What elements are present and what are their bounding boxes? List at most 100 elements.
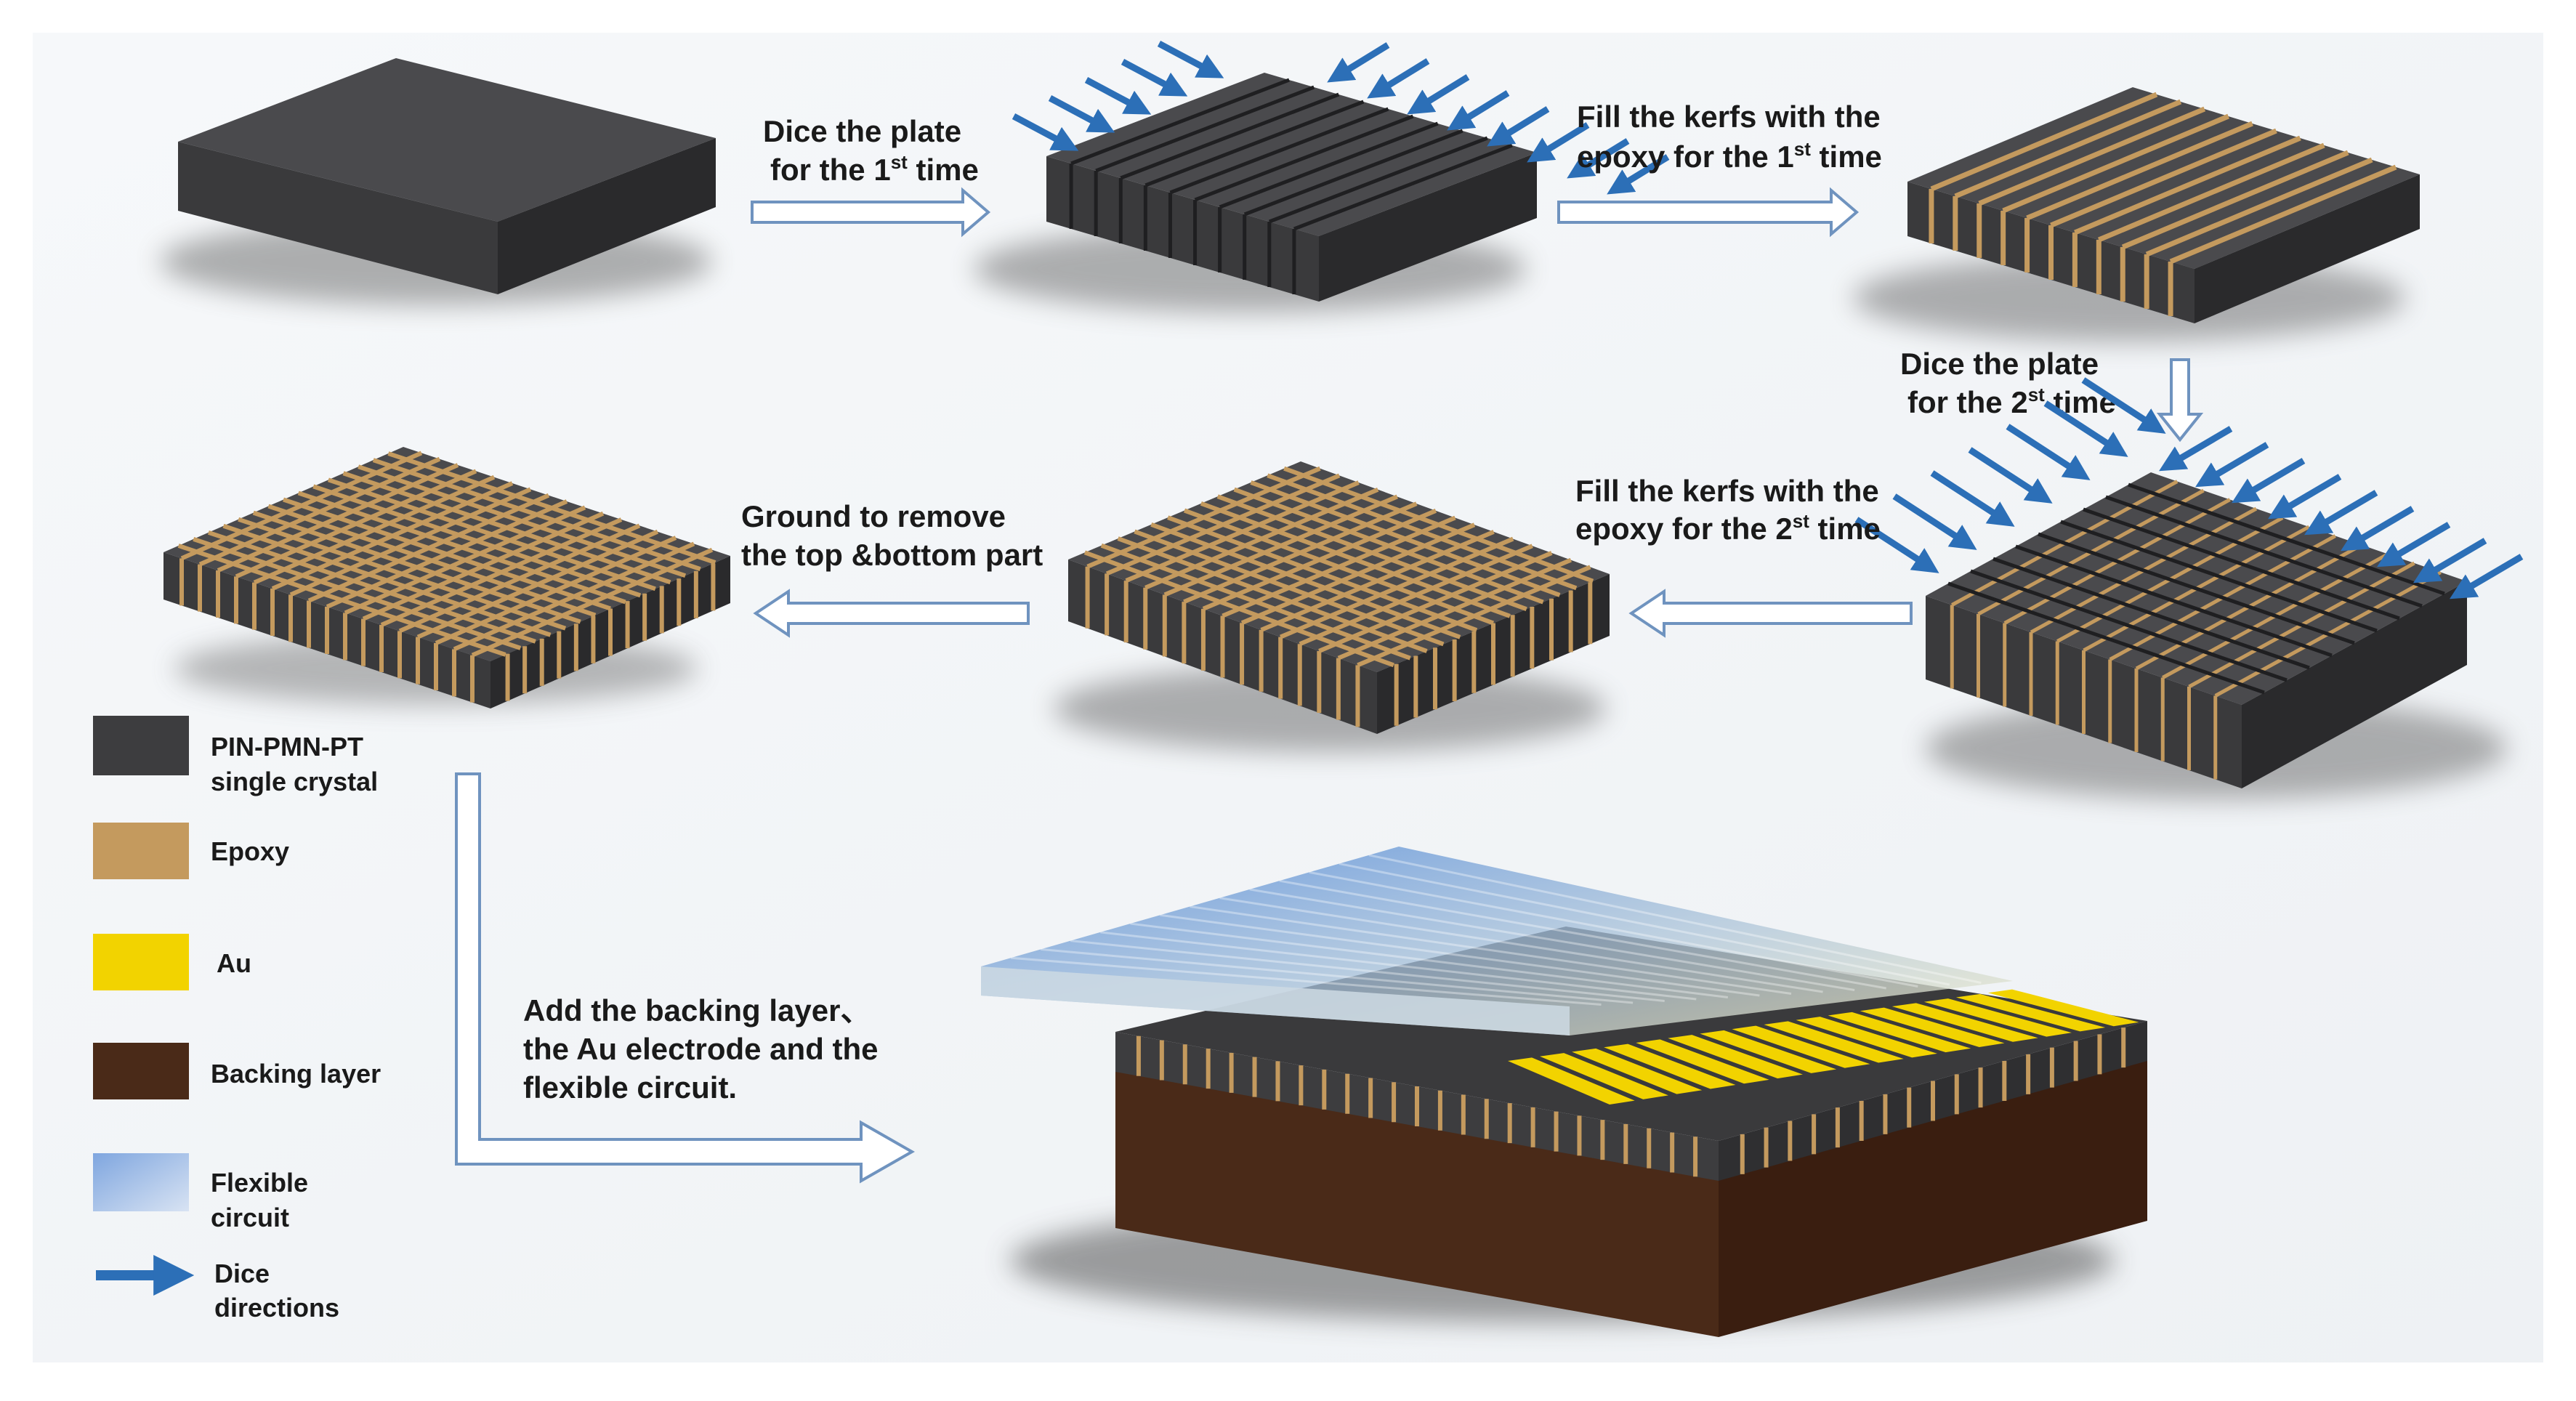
step-1-line2: for the 1st time xyxy=(770,151,979,187)
epoxy-line xyxy=(2145,157,2373,257)
au-electrode xyxy=(1508,1057,1635,1105)
au-electrode xyxy=(1923,998,2072,1037)
au-electrode xyxy=(1764,1021,1904,1063)
legend-crystal-line2: single crystal xyxy=(211,767,378,796)
step-1-line1: Dice the plate xyxy=(763,114,961,148)
step-4-line2: epoxy for the 2st time xyxy=(1575,510,1881,546)
au-electrode xyxy=(1700,1030,1837,1073)
epoxy-line xyxy=(372,458,701,571)
epoxy-line xyxy=(267,504,597,618)
final-transducer xyxy=(981,847,2147,1337)
au-electrode xyxy=(1540,1053,1668,1099)
flow-arrow-6 xyxy=(455,772,916,1184)
step-4-line1: Fill the kerfs with the xyxy=(1575,474,1879,508)
dice-arrow-icon xyxy=(2232,458,2306,504)
epoxy-line xyxy=(1083,550,1394,668)
kerf-line xyxy=(1095,85,1315,173)
au-electrode xyxy=(1891,1003,2038,1042)
epoxy-line xyxy=(1167,515,1478,632)
backing-layer xyxy=(1115,1068,1719,1337)
epoxy-line xyxy=(1233,487,1544,605)
dice-directions-group-1 xyxy=(1012,41,1670,195)
step-2-line1: Fill the kerfs with the xyxy=(1577,100,1881,134)
epoxy-line xyxy=(252,510,581,624)
kerf-line xyxy=(1144,100,1365,187)
epoxy-line xyxy=(358,464,687,578)
grid-line xyxy=(2015,544,2333,658)
flex-trace xyxy=(1041,948,1634,1004)
au-electrode xyxy=(1604,1043,1736,1089)
dice-arrow-icon xyxy=(1447,90,1510,131)
grid-line xyxy=(2060,520,2378,633)
dice-arrow-icon xyxy=(1157,41,1224,78)
flex-trace xyxy=(1309,871,1918,988)
dice-arrow-icon xyxy=(1607,154,1670,195)
flex-trace xyxy=(1249,888,1855,991)
flex-trace xyxy=(1368,854,1982,984)
epoxy-line xyxy=(238,517,567,631)
step-6-line2: the Au electrode and the xyxy=(523,1032,879,1066)
kerf-line xyxy=(1120,92,1340,180)
dice-arrow-icon xyxy=(2081,377,2166,434)
flex-trace xyxy=(1219,897,1823,993)
flow-arrow-2 xyxy=(1557,187,1860,238)
dice-arrow-icon xyxy=(1527,122,1590,163)
au-electrode xyxy=(1668,1035,1803,1079)
dice-arrow-icon xyxy=(1567,138,1630,179)
legend-epoxy: Epoxy xyxy=(211,836,289,866)
au-electrode xyxy=(1828,1012,1971,1053)
epoxy-line xyxy=(1150,522,1461,639)
step-6-line1: Add the backing layer、 xyxy=(523,993,871,1027)
epoxy-line xyxy=(387,451,716,565)
dice-arrow-icon xyxy=(2043,400,2128,457)
epoxy-line xyxy=(327,477,656,592)
au-electrode xyxy=(1860,1007,2005,1047)
step-3-line2: for the 2st time xyxy=(1907,384,2116,419)
flex-trace xyxy=(1070,940,1665,1002)
au-swatch xyxy=(93,934,189,990)
epoxy-line xyxy=(1134,529,1445,647)
dice-arrow-icon xyxy=(1121,59,1188,97)
epoxy-filled-once-block xyxy=(1853,87,2420,342)
diced-once-block xyxy=(974,73,1537,312)
epoxy-line xyxy=(297,490,626,605)
epoxy-swatch xyxy=(93,823,189,879)
flex-trace xyxy=(1190,905,1792,995)
epoxy-line xyxy=(207,530,536,644)
flow-arrow-3 xyxy=(2156,358,2204,443)
legend-dice-line1: Dice xyxy=(214,1259,270,1288)
au-electrode xyxy=(1636,1039,1769,1084)
epoxy-line xyxy=(177,544,506,657)
legend-flex-line2: circuit xyxy=(211,1203,289,1232)
dice-arrow-icon xyxy=(2377,522,2451,568)
dice-arrow-icon xyxy=(1930,470,2015,527)
flex-trace xyxy=(1010,956,1602,1006)
epoxy-line xyxy=(1954,99,2182,199)
dice-arrow-icon xyxy=(1048,95,1115,133)
epoxy-line xyxy=(2026,121,2253,221)
grid-line xyxy=(1970,569,2288,682)
dice-arrow-icon xyxy=(2268,474,2342,520)
epoxy-line xyxy=(1117,536,1428,653)
dice-arrow-icon xyxy=(2341,506,2415,552)
step-2-line2: epoxy for the 1st time xyxy=(1577,138,1882,174)
crystal-swatch xyxy=(93,716,189,775)
grid-line xyxy=(1992,557,2310,670)
epoxy-line xyxy=(342,471,671,585)
dice-arrow-icon xyxy=(1084,77,1152,115)
legend-au: Au xyxy=(217,948,251,978)
dice-directions-group-2 xyxy=(1854,377,2524,599)
legend: PIN-PMN-PT single crystal Epoxy Au Backi… xyxy=(93,716,381,1323)
flow-arrow-1 xyxy=(751,187,991,238)
diced-twice-block xyxy=(1926,472,2507,799)
backing-swatch xyxy=(93,1043,189,1099)
epoxy-line xyxy=(2074,135,2301,235)
step-5-line1: Ground to remove xyxy=(741,499,1006,533)
epoxy-line xyxy=(1183,508,1495,626)
kerf-line xyxy=(1293,143,1513,231)
dice-arrow-icon xyxy=(2195,442,2269,488)
epoxy-line xyxy=(1978,106,2206,206)
epoxy-line xyxy=(2169,164,2397,265)
step-3-line1: Dice the plate xyxy=(1900,347,2099,381)
